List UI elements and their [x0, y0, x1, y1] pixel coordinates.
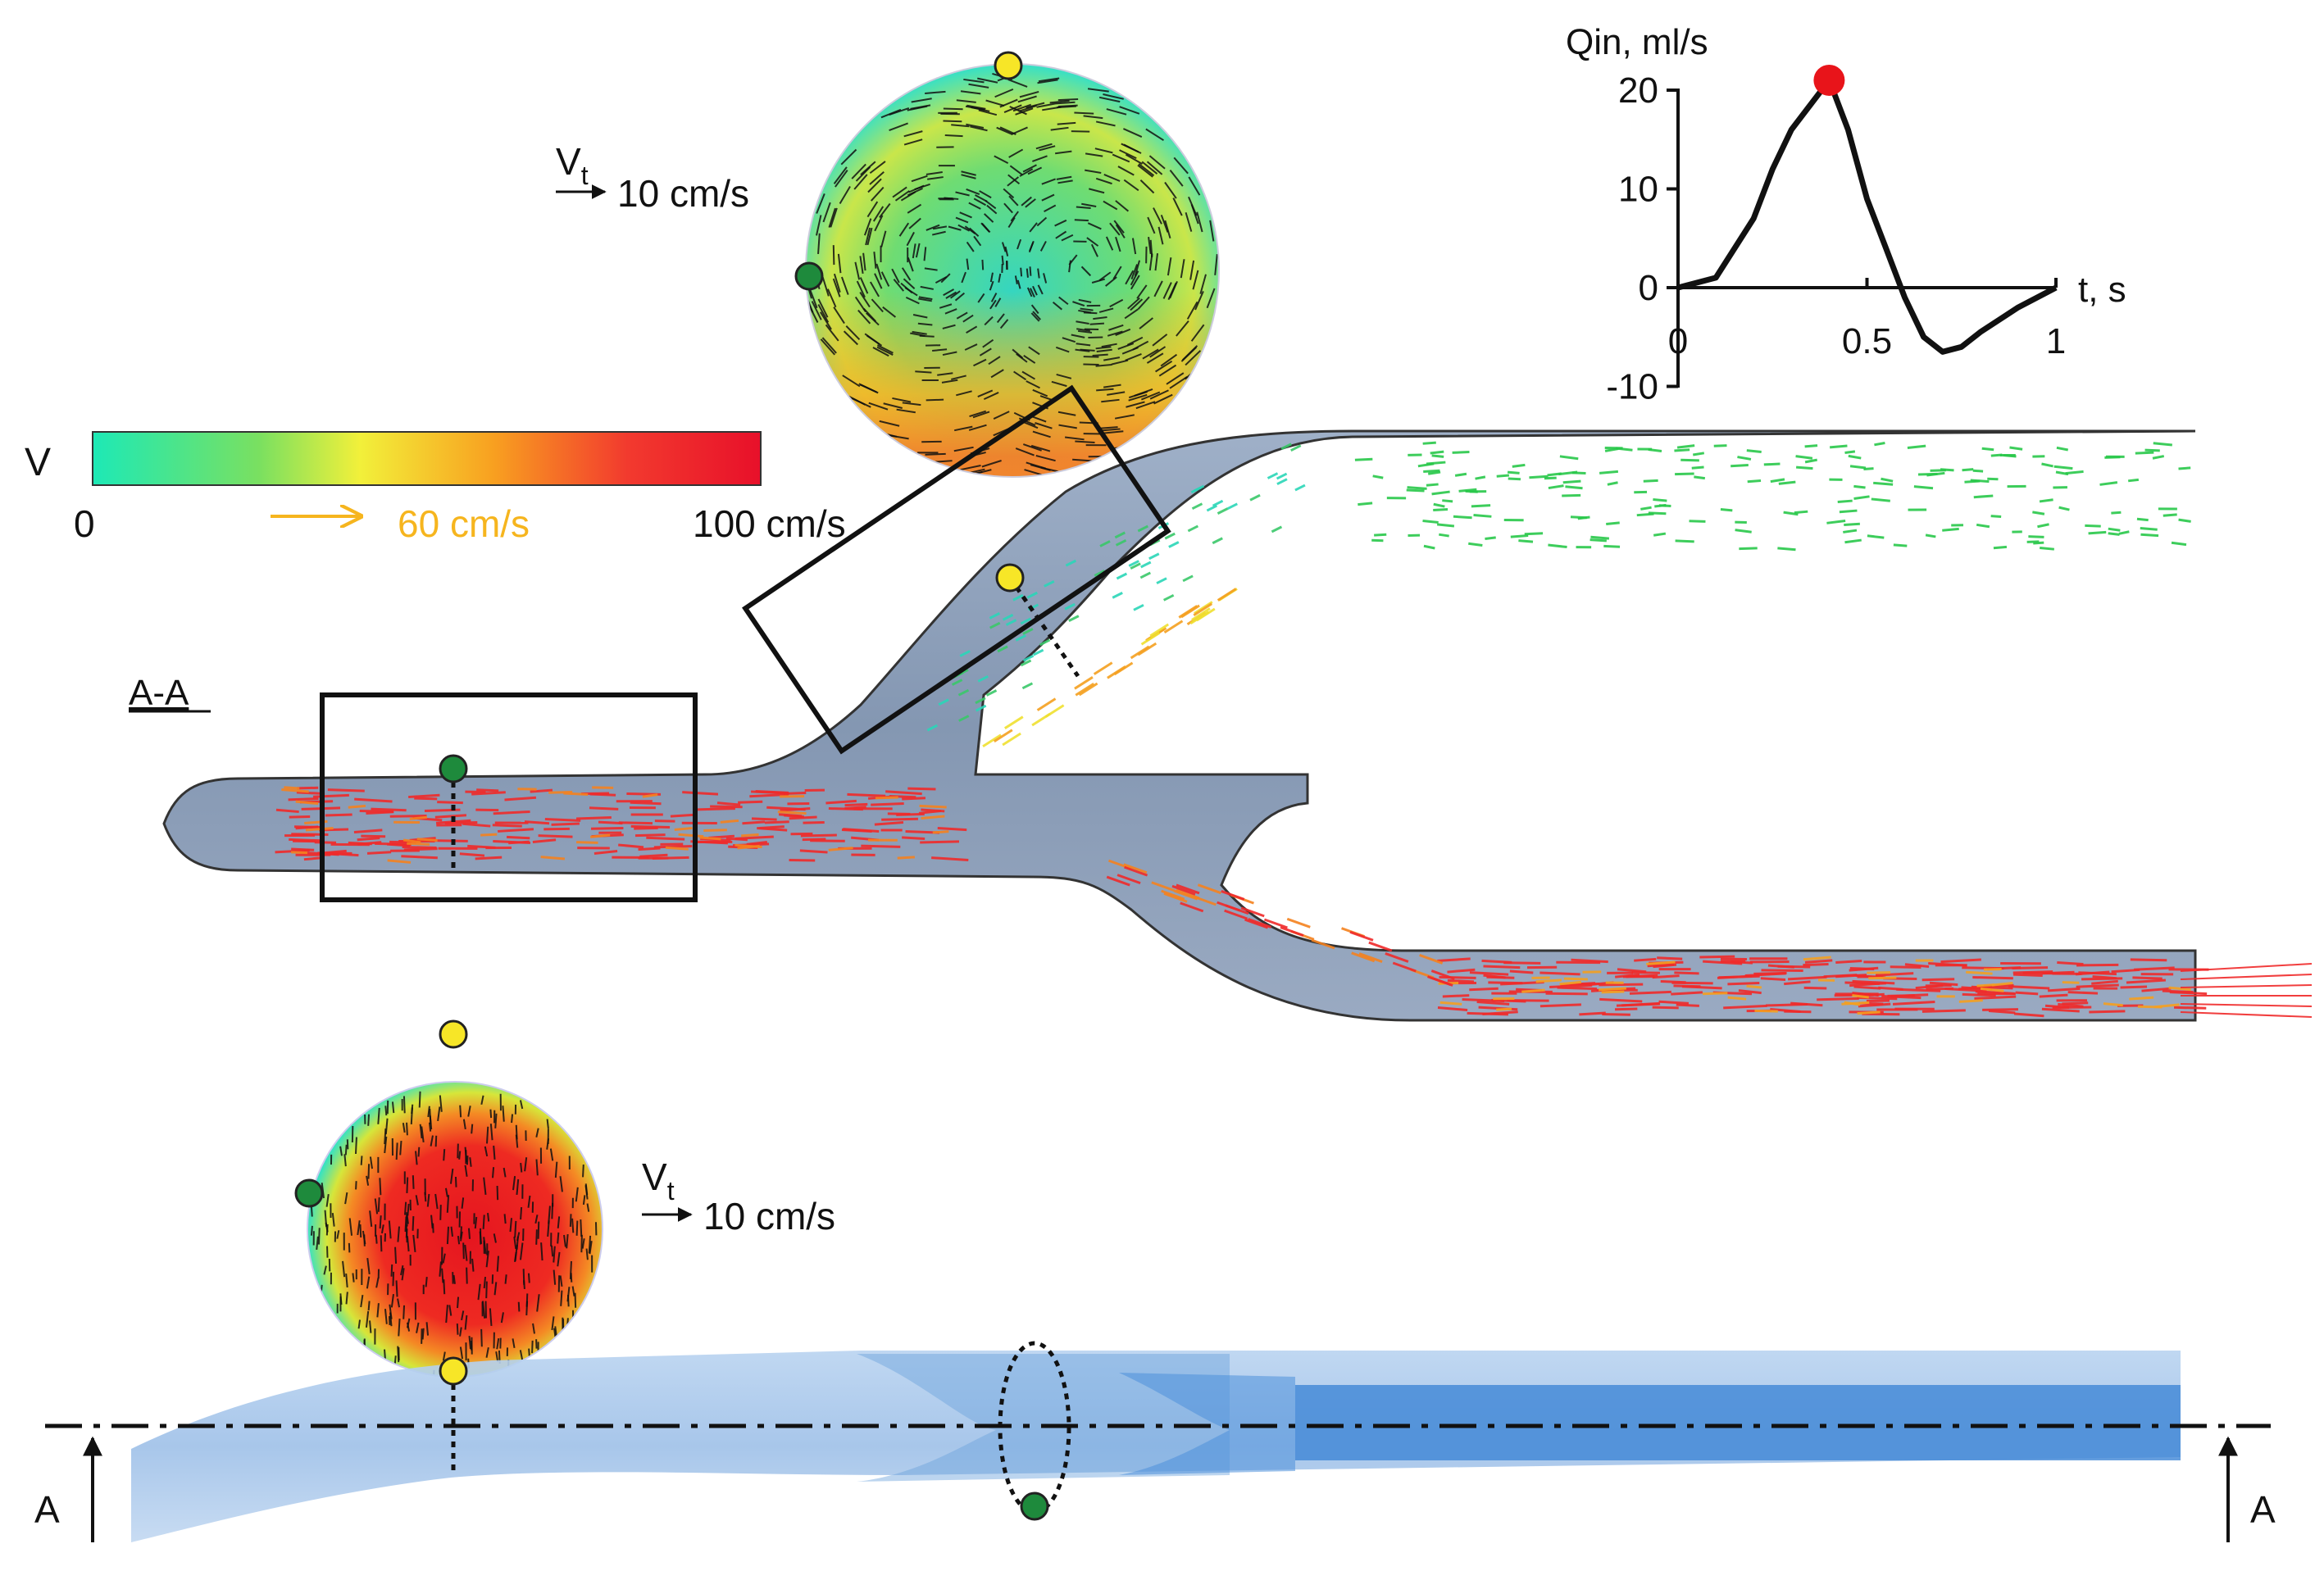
section-marker-left: A	[34, 1488, 60, 1531]
inner-catheter	[1295, 1385, 2181, 1460]
top-scale-symbol: Vt	[556, 140, 589, 190]
yellow-marker-bottom-section	[439, 1019, 468, 1049]
green-marker-top-section	[794, 261, 824, 291]
green-marker-side-view	[1020, 1492, 1049, 1521]
section-marker-right: A	[2250, 1488, 2276, 1531]
chart-x-tick-label: 0.5	[1842, 321, 1892, 361]
inner-catheter-cone-2	[1119, 1373, 1295, 1475]
yellow-marker-top-section	[994, 51, 1023, 80]
bottom-velocity-scale: Vt 10 cm/s	[642, 1156, 835, 1237]
top-scale-value: 10 cm/s	[617, 172, 749, 215]
yellow-marker-upper-branch	[995, 563, 1025, 593]
flow-rate-curve	[1677, 77, 2058, 355]
upper-branch-cross-section	[794, 51, 1220, 478]
chart-y-tick-label: 0	[1639, 268, 1658, 308]
colorbar-min-label: 0	[74, 502, 95, 545]
side-view-tube: A A	[34, 1341, 2276, 1542]
bottom-section-vectors	[310, 1091, 598, 1377]
colorbar-gradient	[92, 431, 762, 486]
top-velocity-scale: Vt 10 cm/s	[556, 140, 749, 215]
bottom-scale-symbol: Vt	[642, 1156, 675, 1205]
colorbar-mid-label: 60 cm/s	[398, 502, 530, 545]
upper-branch-region-box	[742, 384, 1171, 755]
upper-section-line	[1007, 576, 1080, 678]
inner-catheter-cone	[857, 1354, 1230, 1482]
green-marker-inlet	[439, 754, 468, 783]
vessel-velocity-vectors	[275, 441, 2313, 1018]
chart-x-axis-label: t, s	[2078, 270, 2126, 310]
inlet-cross-section	[294, 1019, 603, 1378]
chart-y-tick-label: -10	[1606, 367, 1658, 407]
inlet-region-box	[320, 692, 698, 902]
bifurcation-vessel: A-A	[129, 384, 2313, 1022]
bottom-scale-value: 10 cm/s	[703, 1195, 835, 1237]
chart-y-axis-label: Qin, ml/s	[1566, 22, 1708, 62]
colorbar-label: V	[25, 441, 51, 484]
vessel-shape	[162, 429, 2197, 1022]
yellow-marker-side-view	[439, 1356, 468, 1386]
chart-y-tick-label: 10	[1618, 170, 1658, 210]
colorbar-max-label: 100 cm/s	[693, 502, 846, 545]
top-section-vectors	[806, 72, 1218, 477]
green-marker-bottom-section	[294, 1178, 324, 1208]
chart-x-tick-label: 1	[2046, 321, 2066, 361]
velocity-colorbar: V 0 60 cm/s 100 cm/s	[25, 431, 846, 545]
peak-flow-marker	[1813, 64, 1845, 96]
section-aa-label: A-A	[129, 673, 189, 713]
chart-y-tick-label: 20	[1618, 70, 1658, 111]
chart-x-tick-label: 0	[1668, 321, 1688, 361]
